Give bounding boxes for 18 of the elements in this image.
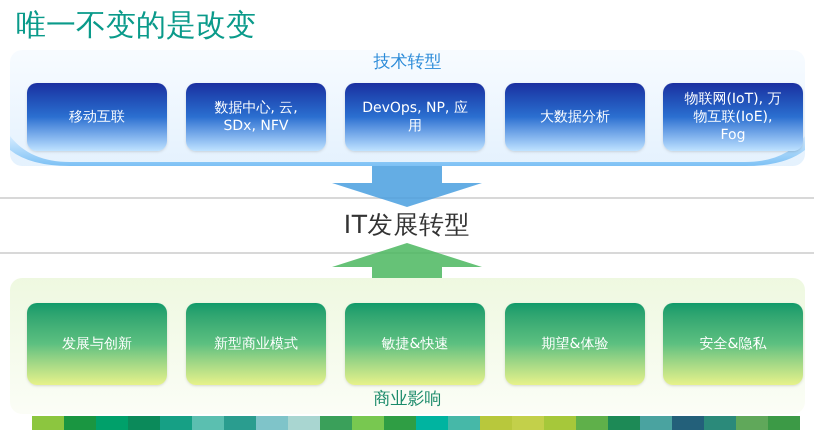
section-heading: 商业影响 [372, 388, 442, 410]
banner-panel [10, 50, 805, 166]
section-heading: 技术转型 [372, 51, 442, 74]
block-arrow [332, 243, 482, 278]
banner-panel [10, 278, 805, 414]
category-box: 发展与创新 [27, 303, 167, 385]
category-box: 数据中心, 云, SDx, NFV [186, 83, 326, 151]
category-box: DevOps, NP, 应用 [345, 83, 485, 151]
category-box: 新型商业模式 [186, 303, 326, 385]
category-box: 大数据分析 [505, 83, 645, 151]
category-box: 敏捷&快速 [345, 303, 485, 385]
block-arrow [332, 166, 482, 207]
category-box: 安全&隐私 [663, 303, 803, 385]
category-box: 物联网(IoT), 万物互联(IoE), Fog [663, 83, 803, 151]
center-label: IT发展转型 [327, 207, 487, 243]
category-box: 期望&体验 [505, 303, 645, 385]
category-box: 移动互联 [27, 83, 167, 151]
page-title: 唯一不变的是改变 [16, 7, 256, 45]
